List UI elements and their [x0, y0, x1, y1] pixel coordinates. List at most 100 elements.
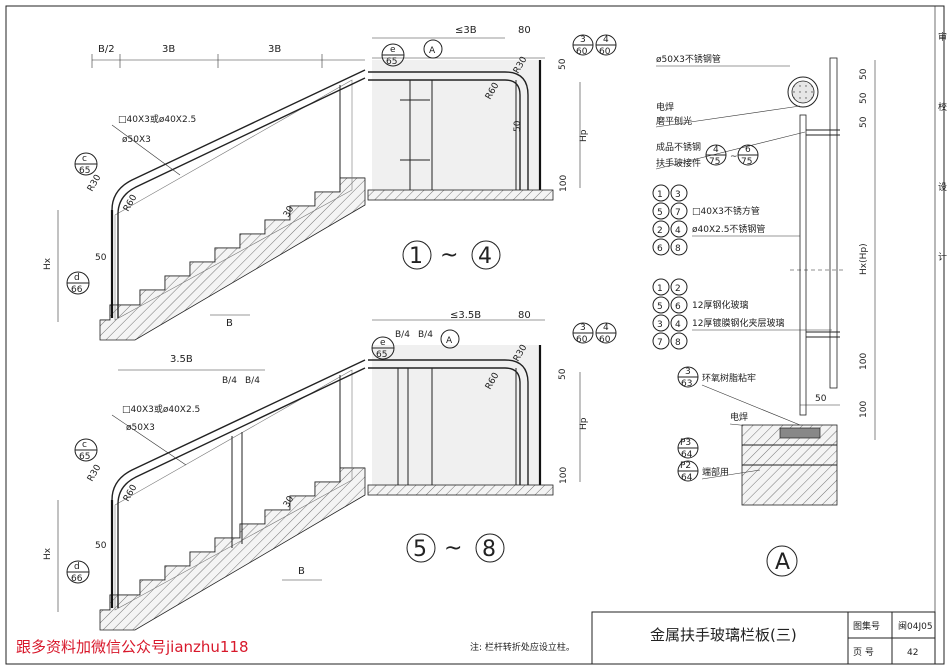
svg-text:~: ~ [440, 243, 458, 268]
svg-text:4: 4 [478, 244, 492, 269]
title-block: 金属扶手玻璃栏板(三) 图集号 闽04J05 页 号 42 [591, 611, 936, 665]
svg-text:P3: P3 [680, 438, 691, 448]
set-value: 闽04J05 [898, 620, 933, 632]
label-r30: R30 [86, 173, 104, 194]
set-label: 图集号 [853, 620, 880, 632]
dim-b4-1: B/4 [222, 376, 237, 386]
end-ref-p2: P2 64 [677, 460, 699, 483]
label-b: B [226, 318, 233, 329]
page-label: 页 号 [853, 647, 874, 658]
svg-text:A: A [775, 550, 790, 575]
dim-b4-plan-2: B/4 [418, 330, 433, 340]
svg-text:3: 3 [580, 323, 586, 333]
ref-bubble-c65-2: c 65 [74, 438, 98, 462]
label-50: 50 [95, 253, 107, 263]
svg-text:63: 63 [681, 379, 692, 389]
svg-text:c: c [82, 154, 87, 164]
label-pipe-spec: ø50X3 [122, 135, 151, 145]
svg-text:1: 1 [657, 190, 663, 200]
label-hp-2: Hp [579, 417, 589, 430]
detail-dim-50-3: 50 [859, 116, 869, 128]
svg-text:~: ~ [730, 152, 738, 162]
label-hx-2: Hx [43, 547, 53, 560]
detail-dim-100-1: 100 [859, 353, 869, 370]
svg-text:7: 7 [657, 338, 663, 348]
label-tube-spec-2: □40X3或ø40X2.5 [122, 403, 200, 415]
fitting-ref-6-75: 6 75 [737, 144, 759, 167]
svg-text:75: 75 [741, 157, 752, 167]
stair-elevation-5-8: 3.5B B/4 B/4 □40X3或ø40X2.5 ø50X3 R30 R60… [43, 354, 366, 631]
svg-text:3: 3 [657, 320, 663, 330]
svg-text:4: 4 [713, 145, 719, 155]
svg-text:6: 6 [675, 302, 681, 312]
dim-3b-2: 3B [268, 44, 281, 55]
ref-bubble-3-60: 3 60 [572, 34, 594, 57]
detail-weld1b: 磨平刨光 [656, 115, 692, 127]
svg-text:4: 4 [675, 320, 681, 330]
detail-pipe-label: ø50X3不锈钢管 [656, 53, 721, 65]
svg-text:66: 66 [71, 285, 83, 295]
svg-text:审: 审 [938, 31, 947, 43]
figure-label-5-8: 5 ~ 8 [406, 533, 505, 563]
label-50-b: 50 [513, 120, 523, 132]
svg-text:4: 4 [675, 226, 681, 236]
detail-a: ø50X3不锈钢管 电焊 磨平刨光 成品不锈钢 扶手玻接件 4 75 ~ 6 7… [652, 53, 876, 577]
label-50-plan-2: 50 [558, 368, 568, 380]
svg-text:8: 8 [675, 338, 681, 348]
svg-text:设: 设 [938, 182, 947, 193]
ref-bubble-4-60: 4 60 [595, 34, 617, 57]
svg-text:3: 3 [675, 190, 681, 200]
group2-text-2: 12厚镀膜钢化夹层玻璃 [692, 317, 784, 329]
svg-text:3: 3 [580, 35, 586, 45]
fitting-ref-4-75: 4 75 [705, 144, 727, 167]
ref-bubble-a: A [423, 39, 443, 59]
svg-text:64: 64 [681, 450, 693, 460]
svg-text:A: A [429, 46, 436, 56]
label-b-2: B [298, 566, 305, 577]
svg-text:5: 5 [657, 208, 663, 218]
footnote: 注: 栏杆转折处应设立柱。 [470, 641, 575, 653]
label-50-a: 50 [558, 58, 568, 70]
group1-text-1: □40X3不锈方管 [692, 205, 760, 217]
dim-b-half: B/2 [98, 44, 115, 55]
margin-marks: 审 校 设 计 [938, 31, 947, 263]
label-hx: Hx [43, 257, 53, 270]
svg-text:60: 60 [576, 47, 588, 57]
svg-text:5: 5 [413, 537, 427, 562]
label-50-2: 50 [95, 541, 107, 551]
group1-text-2: ø40X2.5不锈钢管 [692, 223, 765, 235]
svg-text:2: 2 [675, 284, 681, 294]
svg-text:~: ~ [444, 536, 462, 561]
detail-a-label: A [766, 545, 798, 577]
svg-text:A: A [446, 336, 453, 346]
svg-text:计: 计 [938, 251, 947, 263]
svg-text:校: 校 [938, 101, 947, 113]
svg-text:1: 1 [657, 284, 663, 294]
group2-text-1: 12厚钢化玻璃 [692, 299, 748, 311]
sheet-border [5, 5, 945, 665]
svg-text:64: 64 [681, 473, 693, 483]
dim-3-5b: 3.5B [170, 354, 193, 365]
svg-text:8: 8 [482, 537, 496, 562]
detail-weld2: 电焊 [730, 411, 748, 423]
ref-bubble-d66-2: d 66 [66, 560, 90, 584]
ref-bubble-c65: c 65 [74, 152, 98, 176]
resin-ref-3-63: 3 63 [677, 366, 699, 389]
svg-text:P2: P2 [680, 461, 691, 471]
dim-le-3-5b: ≤3.5B [450, 310, 481, 321]
svg-text:d: d [74, 562, 80, 572]
svg-text:8: 8 [675, 244, 681, 254]
label-hp: Hp [579, 129, 589, 142]
end-ref-p3: P3 64 [677, 437, 699, 460]
svg-text:d: d [74, 273, 80, 283]
svg-text:65: 65 [79, 166, 90, 176]
ref-bubble-a-2: A [440, 329, 460, 349]
dim-le-3b: ≤3B [455, 25, 477, 36]
svg-text:7: 7 [675, 208, 681, 218]
label-tube-spec: □40X3或ø40X2.5 [118, 113, 196, 125]
svg-text:6: 6 [745, 145, 751, 155]
svg-text:60: 60 [599, 335, 611, 345]
svg-text:2: 2 [657, 226, 663, 236]
sheet-title: 金属扶手玻璃栏板(三) [650, 626, 797, 644]
